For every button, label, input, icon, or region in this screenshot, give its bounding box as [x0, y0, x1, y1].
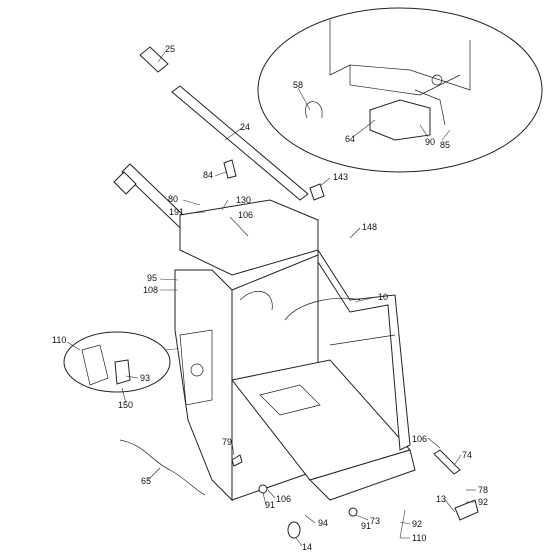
callout-85: 85 — [440, 140, 450, 150]
callout-14: 14 — [302, 542, 312, 552]
callout-10: 10 — [378, 292, 388, 302]
callout-143: 143 — [333, 172, 348, 182]
detail-inset-top — [257, 7, 543, 173]
callout-130: 130 — [236, 195, 251, 205]
callout-79: 79 — [222, 437, 232, 447]
callout-64: 64 — [345, 134, 355, 144]
callout-73: 73 — [370, 516, 380, 526]
callout-84: 84 — [203, 170, 213, 180]
leader-lines — [66, 51, 476, 547]
callout-93: 93 — [140, 373, 150, 383]
callout-108: 108 — [143, 285, 158, 295]
callout-92-bottom: 92 — [412, 519, 422, 529]
loose-parts — [119, 159, 479, 539]
callout-90: 90 — [425, 137, 435, 147]
callout-91-right: 91 — [361, 521, 371, 531]
callout-94: 94 — [318, 518, 328, 528]
callout-191: 191 — [169, 207, 184, 217]
callout-65: 65 — [141, 476, 151, 486]
detail-inset-left — [63, 331, 186, 393]
callout-91-left: 91 — [265, 500, 275, 510]
callout-78: 78 — [478, 485, 488, 495]
callout-110-bottom: 110 — [412, 533, 426, 543]
callout-106-bottom: 106 — [276, 494, 291, 504]
callout-58: 58 — [293, 80, 303, 90]
callout-106-right: 106 — [412, 434, 427, 444]
callout-13: 13 — [436, 494, 446, 504]
callout-148: 148 — [362, 222, 377, 232]
handle-tube-right — [139, 46, 309, 201]
callout-95: 95 — [147, 273, 157, 283]
callout-80: 80 — [168, 194, 178, 204]
callout-25: 25 — [165, 44, 175, 54]
callout-74: 74 — [462, 450, 472, 460]
callout-24: 24 — [240, 122, 250, 132]
callout-92-right: 92 — [478, 497, 488, 507]
main-frame — [174, 199, 416, 502]
callout-110-left: 110 — [52, 335, 66, 345]
callout-labels: 25 24 58 64 90 85 84 130 143 80 191 106 … — [52, 44, 488, 552]
callout-150: 150 — [118, 400, 133, 410]
callout-106-top: 106 — [238, 210, 253, 220]
